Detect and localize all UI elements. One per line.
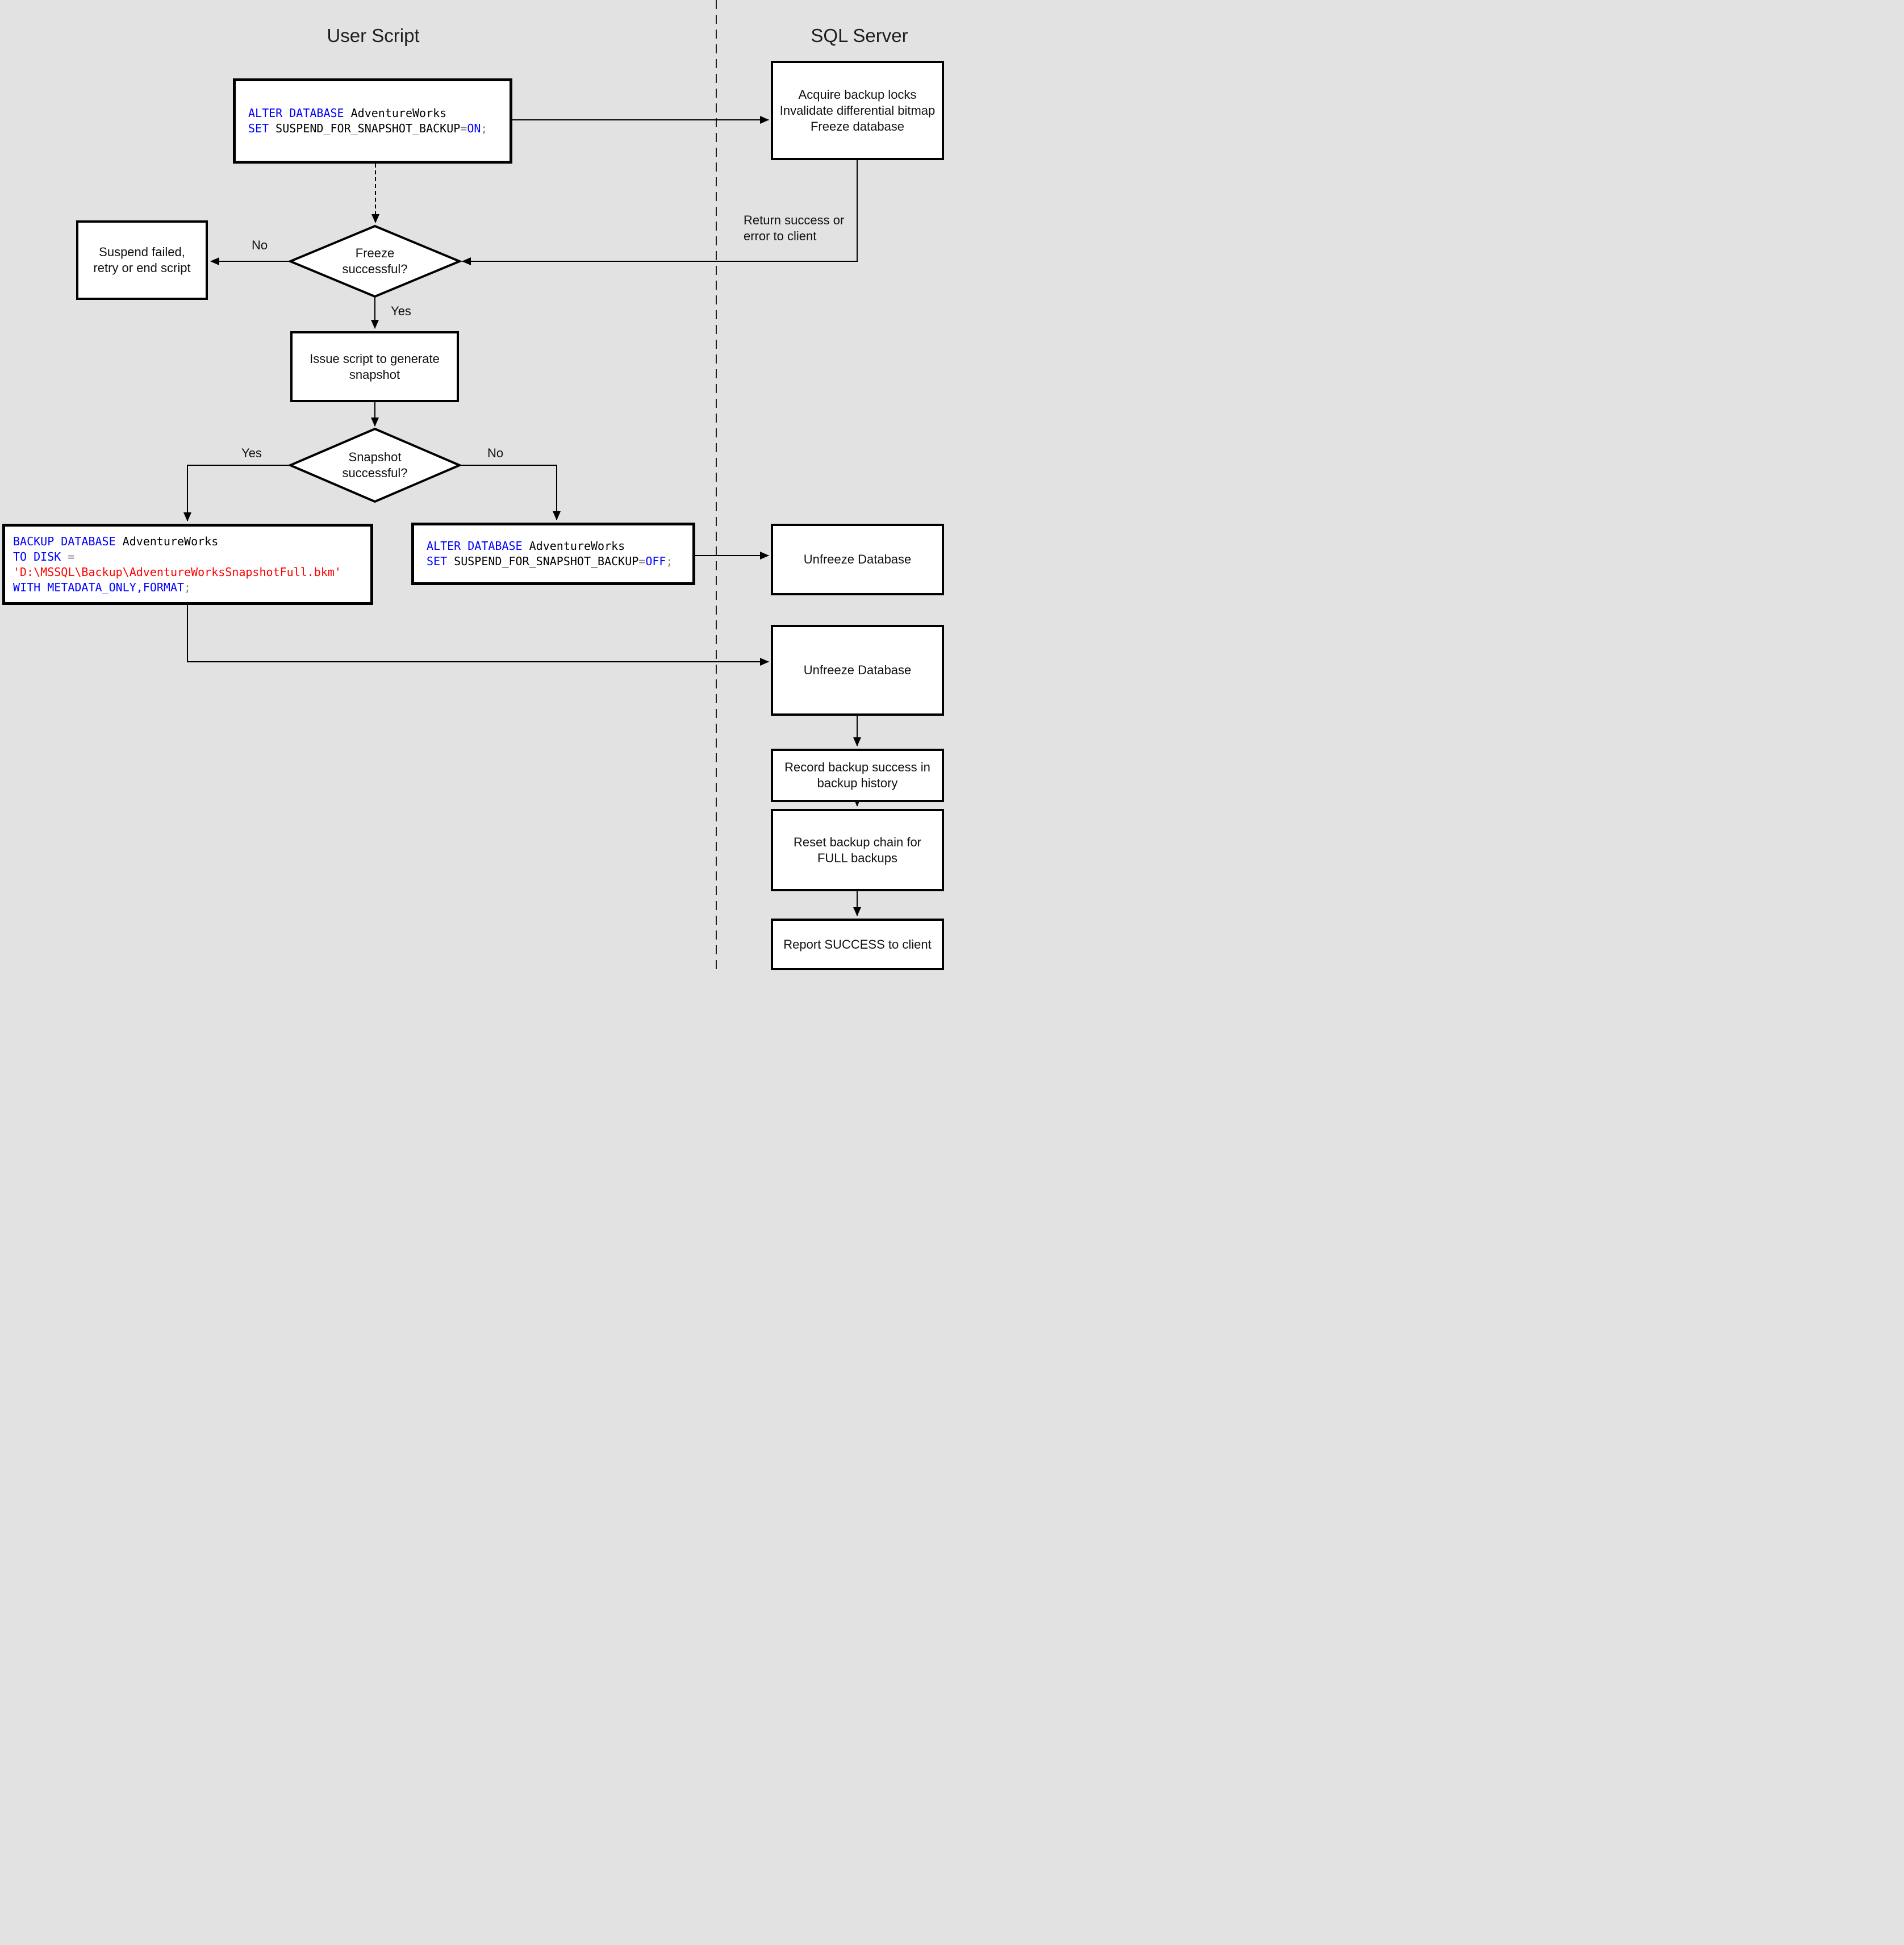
- code-line: 'D:\MSSQL\Backup\AdventureWorksSnapshotF…: [13, 565, 341, 579]
- node-acquire-backup-locks: Acquire backup locks Invalidate differen…: [771, 61, 944, 160]
- node-line: Unfreeze Database: [803, 552, 912, 566]
- node-issue-script: Issue script to generate snapshot: [290, 331, 459, 402]
- edge-label-snapshot-no: No: [487, 446, 504, 460]
- node-unfreeze-database-2: Unfreeze Database: [771, 625, 944, 716]
- connector-layer: [183, 0, 861, 972]
- node-line: Invalidate differential bitmap: [779, 103, 936, 118]
- connector-snapshot-yes-to-backup: [183, 465, 290, 521]
- node-line: Unfreeze Database: [803, 663, 912, 677]
- node-line: Report SUCCESS to client: [783, 937, 932, 951]
- snapshot-decision-diamond: [287, 427, 463, 503]
- node-unfreeze-database-1: Unfreeze Database: [771, 524, 944, 595]
- code-line: WITH METADATA_ONLY,FORMAT;: [13, 580, 191, 594]
- code-line: SET SUSPEND_FOR_SNAPSHOT_BACKUP=ON;: [248, 122, 488, 135]
- edge-label-freeze-no: No: [251, 238, 268, 252]
- node-line: Suspend failed,: [99, 245, 185, 259]
- node-line: Issue script to generate snapshot: [310, 351, 440, 382]
- connector-acquire-return-to-freeze: [462, 160, 858, 265]
- flowchart-canvas: User Script SQL Server ALTER DATABASE Ad…: [0, 0, 952, 972]
- edge-label-return-success-note: Return success or error to client: [744, 213, 845, 243]
- node-report-success: Report SUCCESS to client: [771, 919, 944, 970]
- node-reset-backup-chain: Reset backup chain for FULL backups: [771, 809, 944, 891]
- freeze-decision-label: Freeze successful?: [342, 246, 408, 276]
- code-line: ALTER DATABASE AdventureWorks: [248, 106, 447, 120]
- edge-label-freeze-yes: Yes: [391, 304, 411, 318]
- freeze-decision-diamond: [287, 224, 463, 298]
- node-line: Reset backup chain for FULL backups: [793, 834, 922, 865]
- code-line: ALTER DATABASE AdventureWorks: [427, 539, 625, 553]
- code-line: BACKUP DATABASE AdventureWorks: [13, 534, 219, 548]
- lane-title-user-script: User Script: [327, 25, 420, 46]
- node-line: Record backup success in backup history: [784, 760, 930, 790]
- node-record-backup-success: Record backup success in backup history: [771, 749, 944, 802]
- edge-label-snapshot-yes: Yes: [241, 446, 262, 460]
- connector-snapshot-no-to-alteroff: [460, 465, 561, 520]
- code-line: SET SUSPEND_FOR_SNAPSHOT_BACKUP=OFF;: [427, 554, 673, 568]
- node-line: retry or end script: [93, 261, 191, 275]
- node-line: Freeze database: [810, 119, 905, 133]
- snapshot-decision-label: Snapshot successful?: [342, 450, 408, 480]
- node-suspend-failed: Suspend failed, retry or end script: [76, 220, 208, 300]
- code-line: TO DISK =: [13, 549, 75, 564]
- node-line: Acquire backup locks: [798, 87, 917, 102]
- lane-title-sql-server: SQL Server: [811, 25, 908, 46]
- connector-backup-to-unfreeze2: [187, 605, 769, 666]
